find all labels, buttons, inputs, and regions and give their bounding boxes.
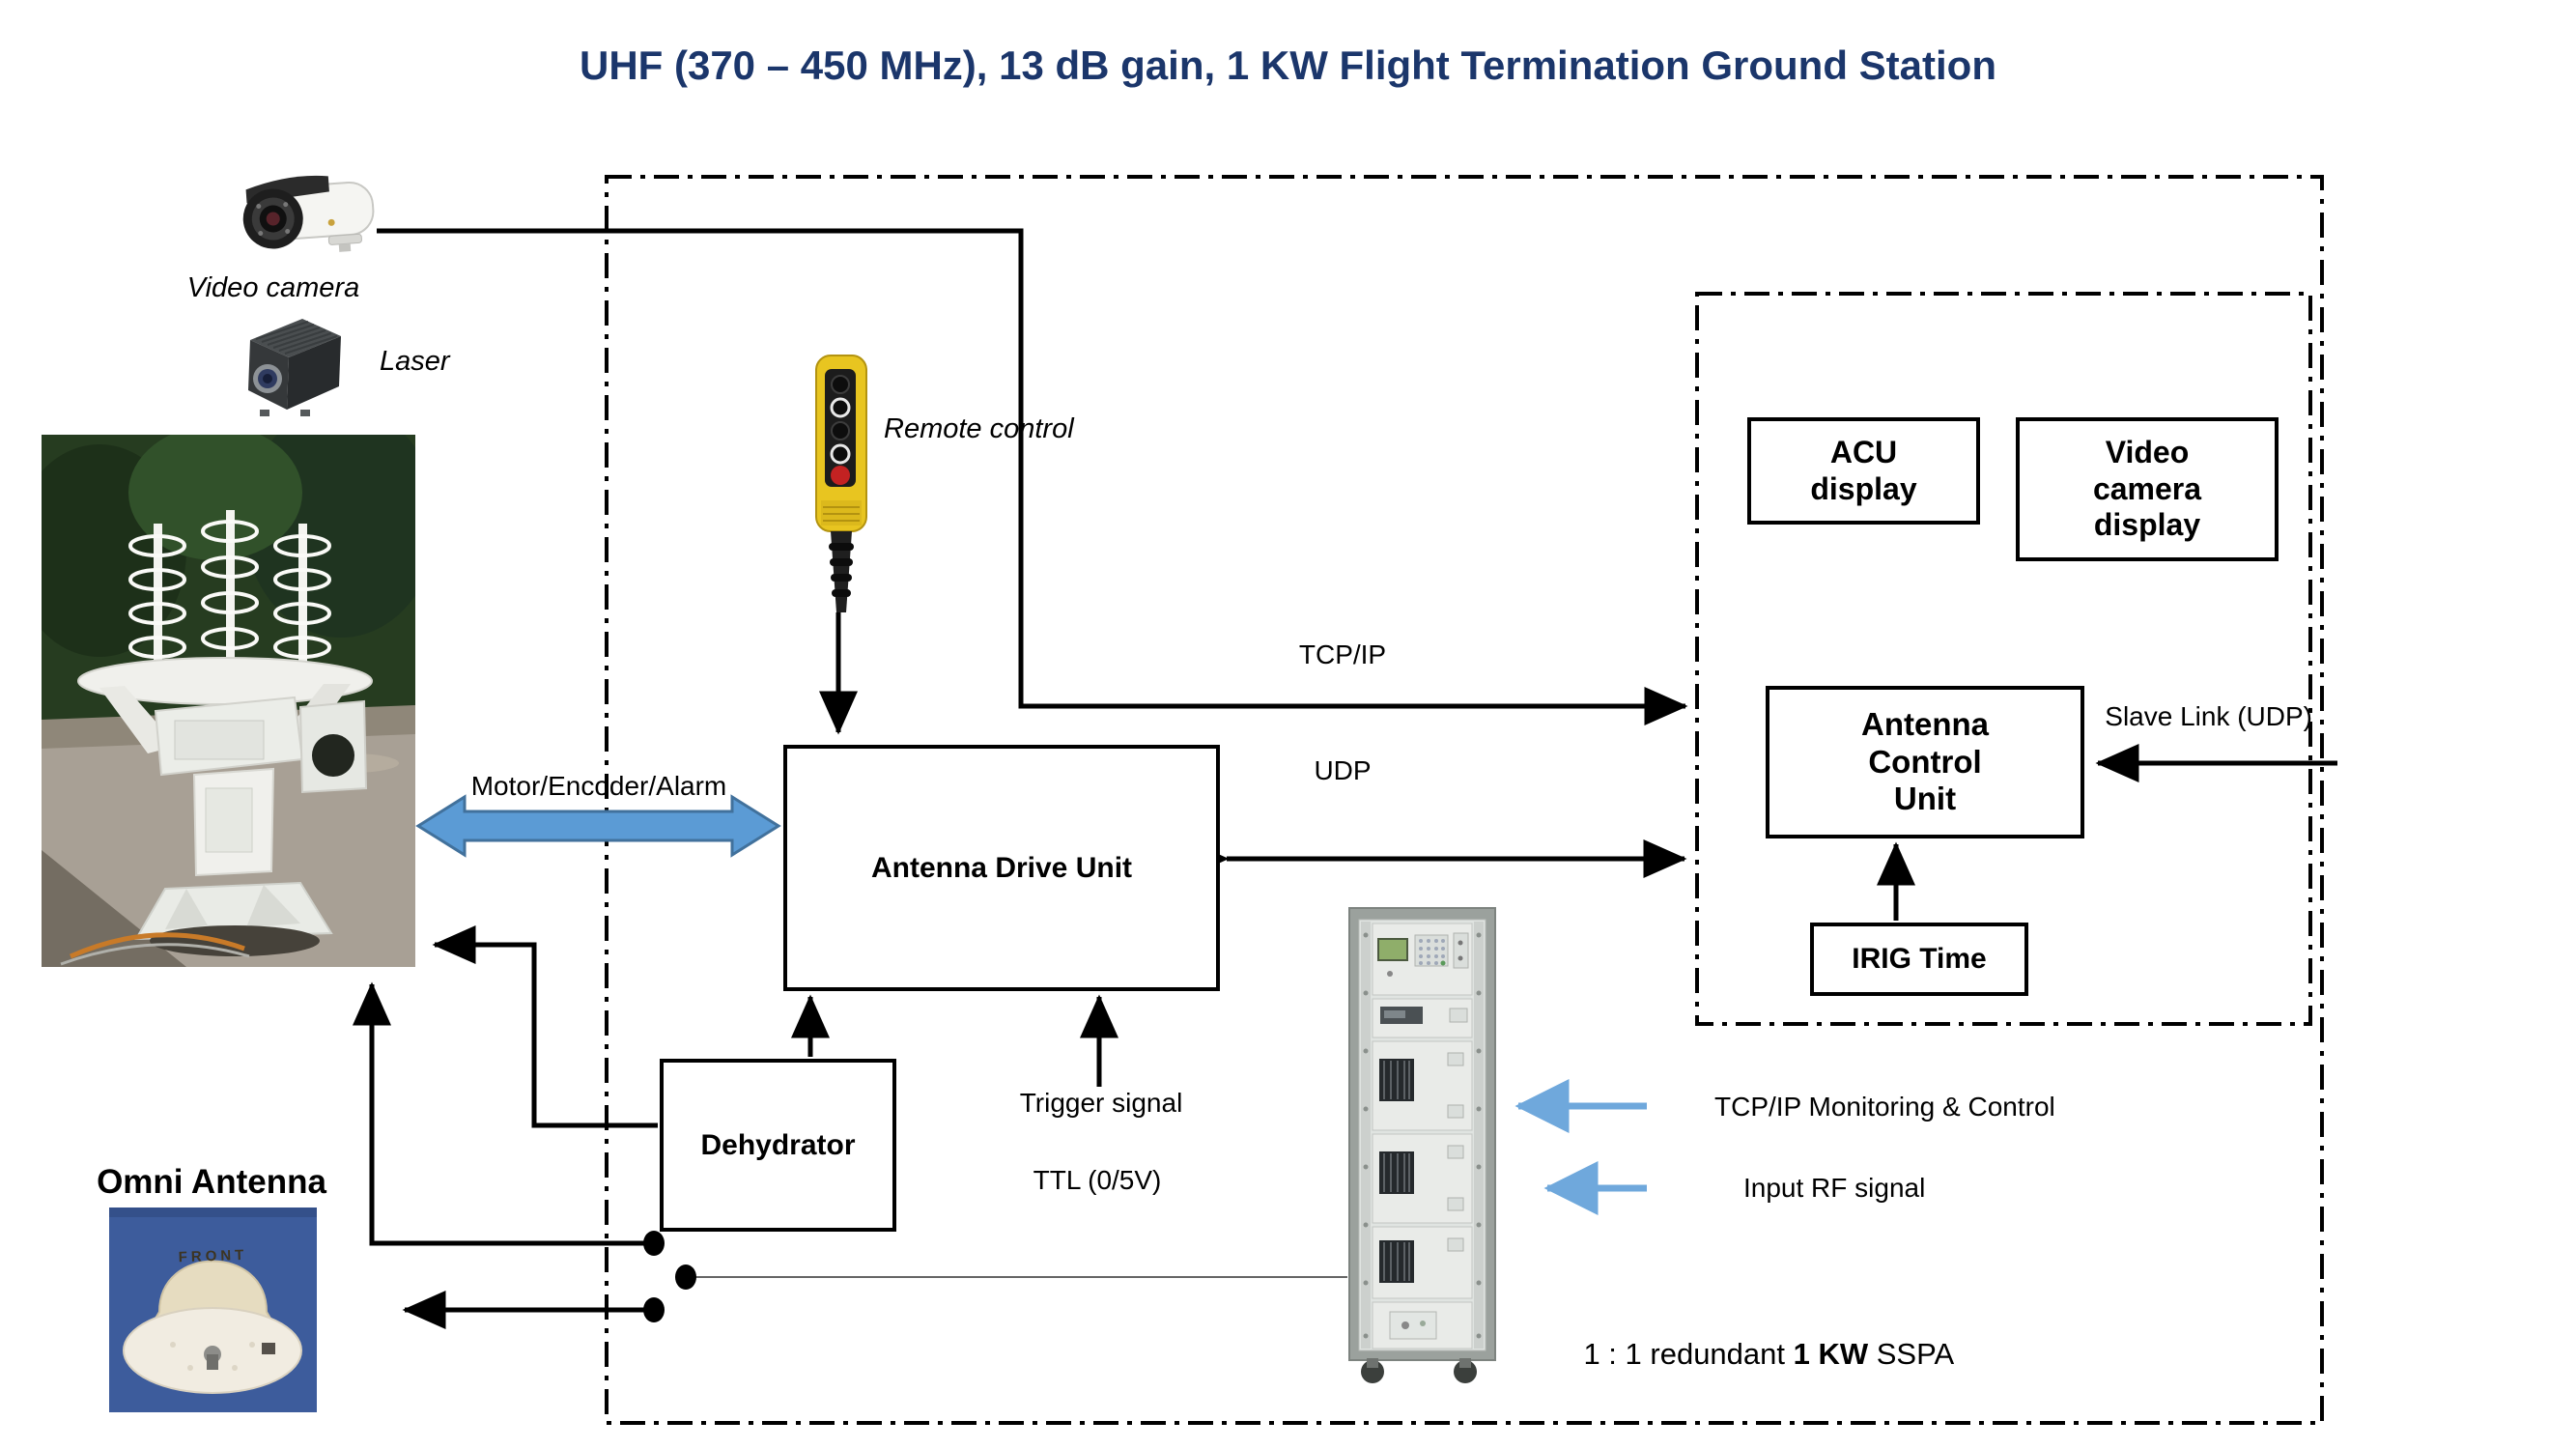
video-camera-label: Video camera (186, 272, 360, 303)
antenna-drive-unit-box: Antenna Drive Unit (783, 745, 1220, 991)
trigger-signal-label: Trigger signal (1019, 1088, 1183, 1118)
tcp-ip-label: TCP/IP (1298, 639, 1387, 669)
omni-antenna-photo (109, 1208, 317, 1412)
udp-label: UDP (1314, 755, 1372, 785)
dehydrator-box: Dehydrator (660, 1059, 896, 1232)
laser-photo (248, 319, 341, 416)
antenna-control-unit-box: Antenna Control Unit (1766, 686, 2084, 838)
tcpip-monitoring-label: TCP/IP Monitoring & Control (1714, 1092, 2055, 1122)
sspa-caption: 1 : 1 redundant 1 KW SSPA (1550, 1302, 1954, 1406)
sspa-caption-power: 1 KW (1793, 1337, 1869, 1371)
input-rf-label: Input RF signal (1743, 1173, 1926, 1203)
station-boundary-dashed-box (605, 175, 2324, 1425)
video-camera-photo (242, 175, 375, 252)
omni-antenna-label: Omni Antenna (97, 1163, 326, 1201)
acu-display-box: ACU display (1747, 417, 1980, 525)
sspa-caption-prefix: 1 : 1 redundant (1583, 1337, 1794, 1371)
tracking-antenna-photo (42, 435, 415, 967)
slave-link-label: Slave Link (UDP) (2105, 701, 2312, 731)
video-camera-display-box: Video camera display (2016, 417, 2279, 561)
dehydrator-air-line-arrow (432, 925, 658, 1128)
motor-encoder-alarm-label: Motor/Encoder/Alarm (470, 771, 727, 801)
connector-dot (675, 1264, 696, 1290)
motor-encoder-alarm-block-arrow (415, 794, 781, 858)
sspa-caption-suffix: SSPA (1868, 1337, 1955, 1371)
connector-dot (643, 1297, 665, 1322)
remote-control-photo (815, 355, 867, 612)
irig-time-box: IRIG Time (1810, 923, 2028, 996)
diagram-title: UHF (370 – 450 MHz), 13 dB gain, 1 KW Fl… (579, 43, 1996, 88)
remote-control-label: Remote control (884, 413, 1074, 444)
sspa-rack-photo (1348, 907, 1496, 1383)
connector-dot (643, 1231, 665, 1256)
laser-label: Laser (380, 346, 450, 377)
antenna-rf-feed-arrow (353, 981, 654, 1246)
tcp-ip-arrow (377, 228, 1688, 725)
control-room-dashed-box (1695, 292, 2312, 1026)
ttl-label: TTL (0/5V) (1033, 1165, 1162, 1195)
